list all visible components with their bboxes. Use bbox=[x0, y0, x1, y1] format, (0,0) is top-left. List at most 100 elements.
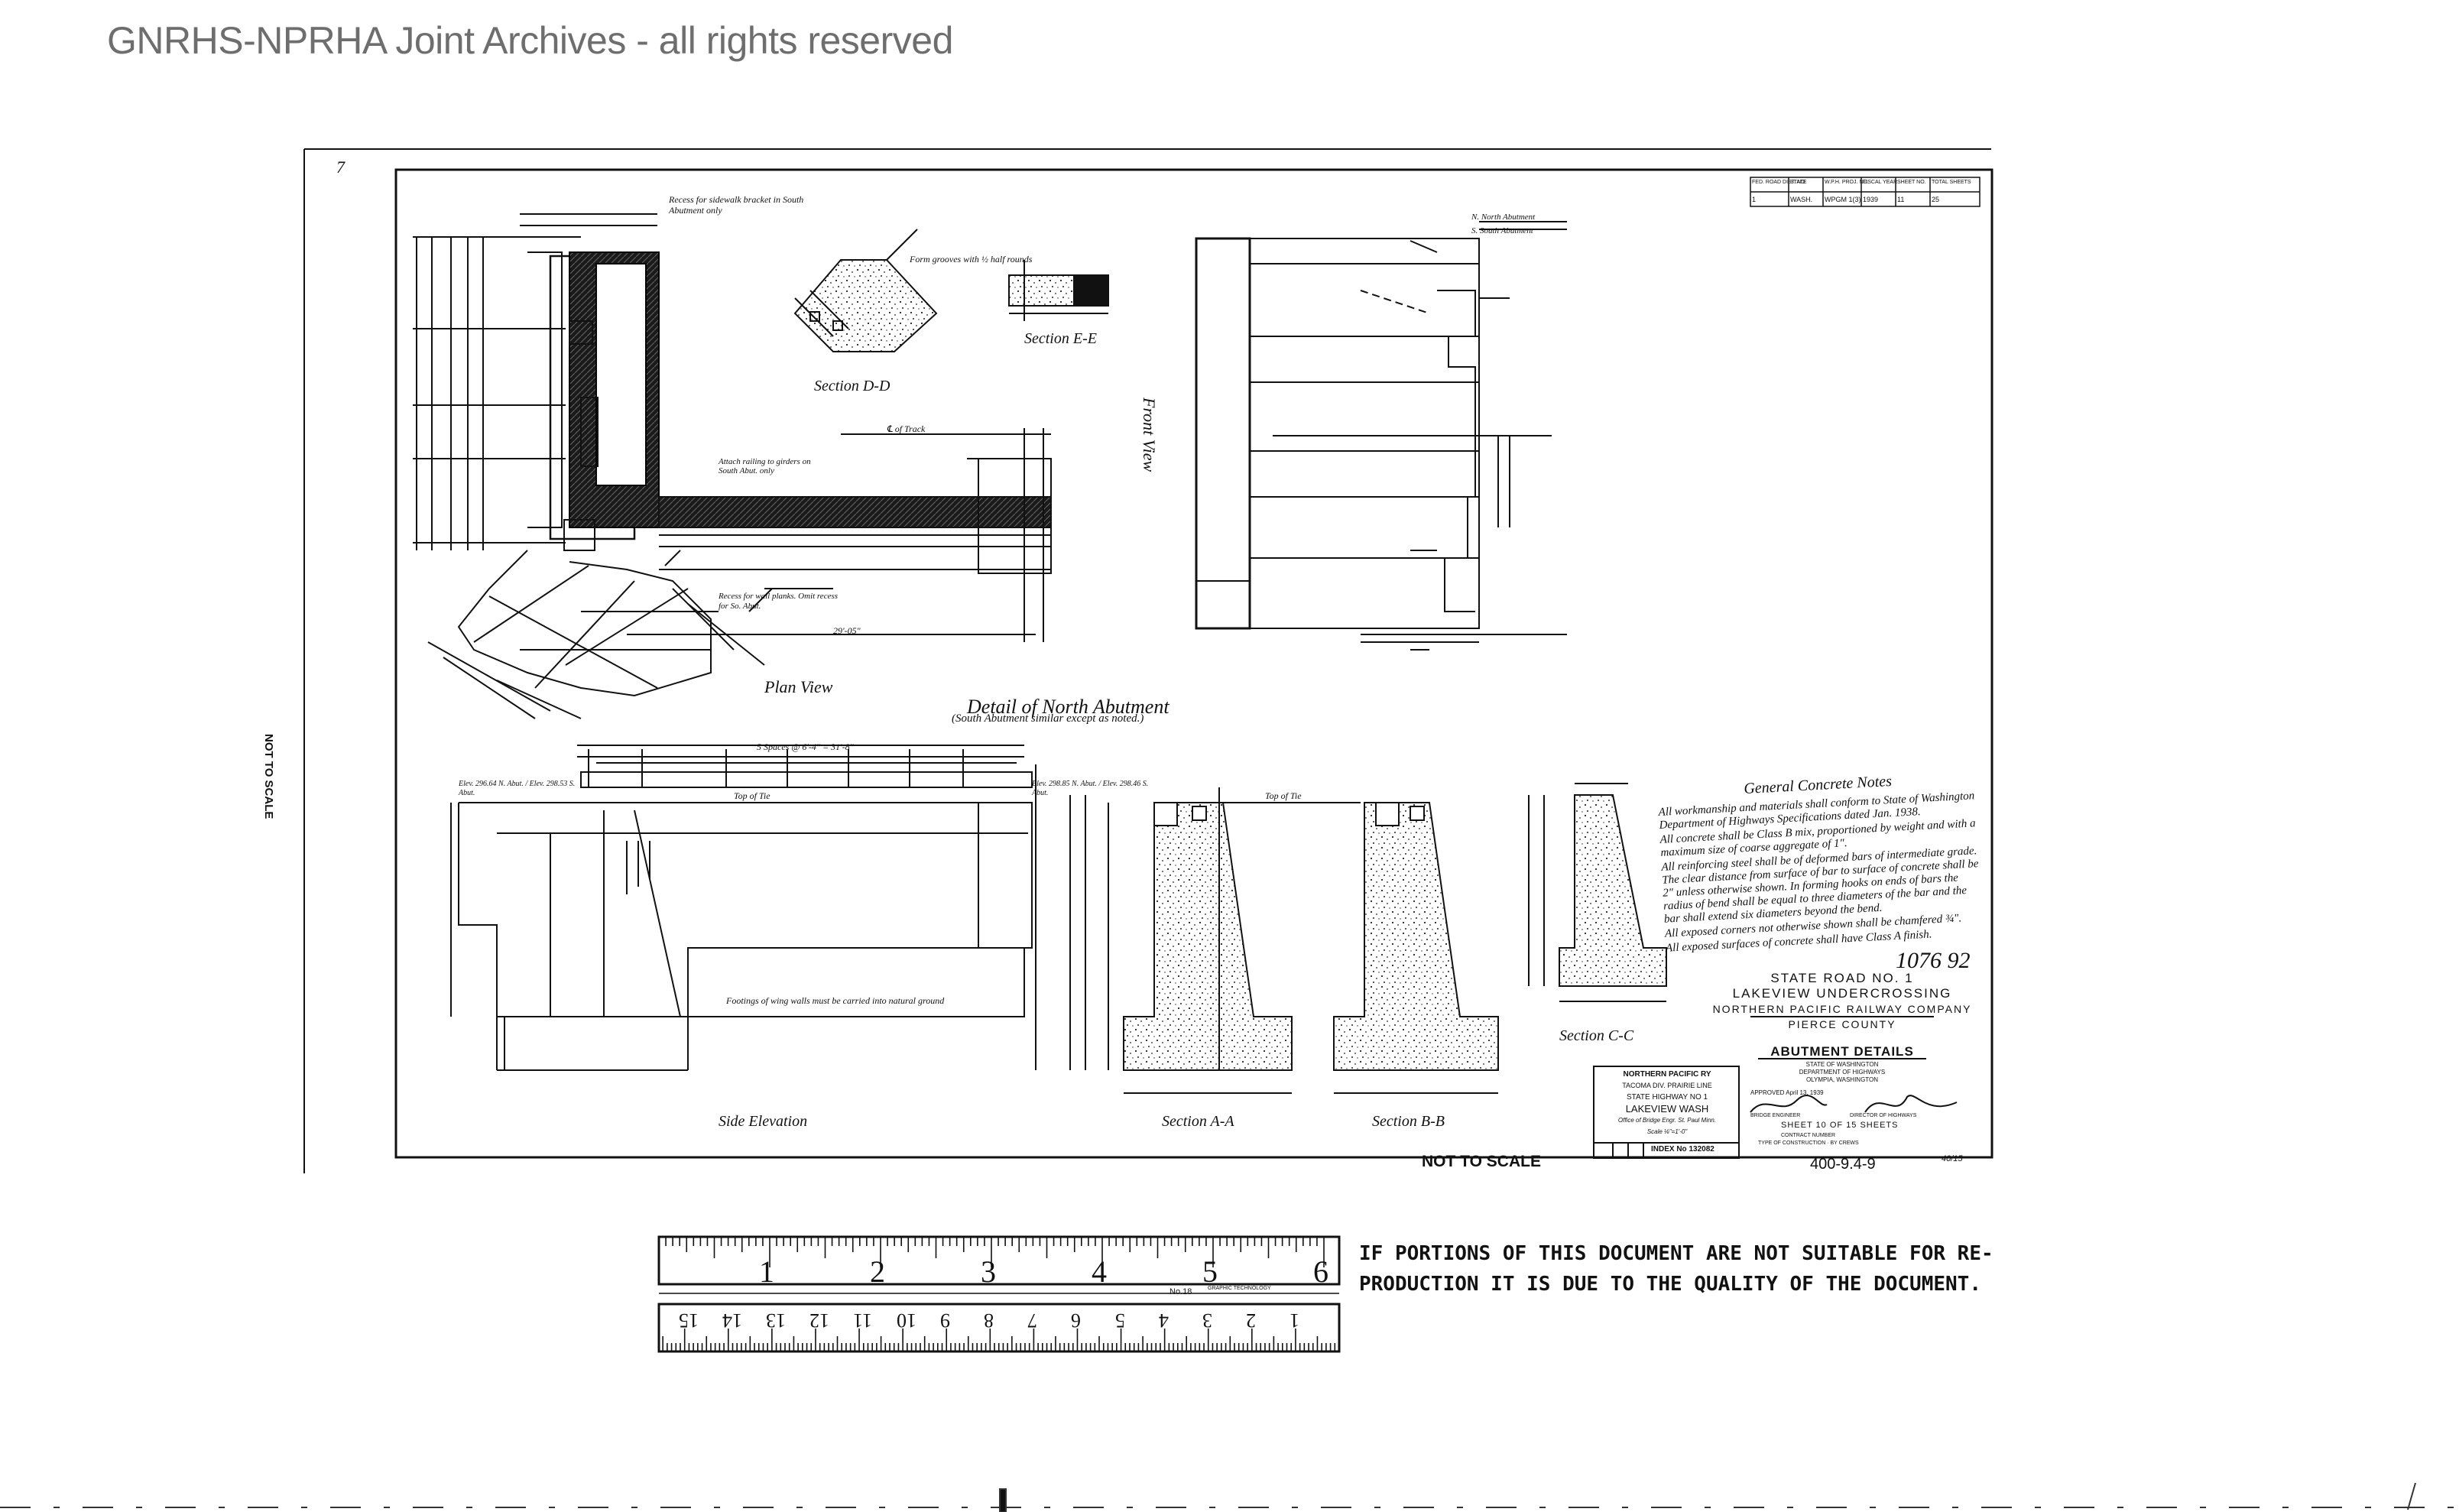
detail-title: Detail of North Abutment bbox=[967, 696, 1169, 718]
not-to-scale-side-label: NOT TO SCALE bbox=[262, 734, 275, 819]
ruler-cm-label: 11 bbox=[853, 1309, 873, 1332]
railing-note: Attach railing to girders on South Abut.… bbox=[719, 457, 811, 475]
ruler-cm-ticks bbox=[662, 1329, 1340, 1351]
railway-highway: STATE HIGHWAY NO 1 bbox=[1626, 1093, 1708, 1102]
value-col-2: WASH. bbox=[1790, 196, 1813, 203]
sheet-border bbox=[303, 148, 1993, 1173]
header-col-4: FISCAL YEAR bbox=[1863, 180, 1898, 185]
section-ee-title: Section E-E bbox=[1024, 330, 1097, 347]
header-col-5: SHEET NO. bbox=[1897, 180, 1926, 185]
ruler-inch-6: 6 bbox=[1313, 1254, 1328, 1289]
header-table bbox=[1750, 177, 1981, 207]
ruler-cm-label: 13 bbox=[765, 1309, 786, 1332]
track-centerline-label: ℄ of Track bbox=[887, 423, 926, 434]
front-view-drawing bbox=[1195, 221, 1567, 651]
ruler-inch-2: 2 bbox=[870, 1254, 885, 1289]
section-dd-drawing bbox=[793, 229, 938, 352]
ruler-cm-label: 12 bbox=[809, 1309, 829, 1332]
ruler-cm-label: 2 bbox=[1245, 1309, 1256, 1332]
page-code: 40/15 bbox=[1942, 1154, 1963, 1163]
elevation-left-label: Elev. 296.64 N. Abut. / Elev. 298.53 S. … bbox=[459, 780, 576, 797]
value-col-4: 1939 bbox=[1863, 196, 1879, 203]
recess-note: Recess for sidewalk bracket in South Abu… bbox=[669, 194, 804, 216]
top-of-tie-label-2: Top of Tie bbox=[1265, 790, 1302, 801]
sheet-count: SHEET 10 OF 15 SHEETS bbox=[1781, 1121, 1899, 1130]
signature-marks bbox=[1750, 1095, 1958, 1113]
header-col-2: STATE bbox=[1790, 180, 1807, 185]
section-aa-drawing bbox=[1085, 787, 1361, 1094]
recess-wall-note: Recess for wall planks. Omit recess for … bbox=[719, 592, 839, 611]
title-heading: ABUTMENT DETAILS bbox=[1770, 1044, 1914, 1059]
south-abutment-label: S. South Abutment bbox=[1471, 226, 1533, 235]
side-elevation-drawing bbox=[450, 745, 1071, 1071]
not-to-scale-bottom-label: NOT TO SCALE bbox=[1422, 1153, 1541, 1170]
value-col-6: 25 bbox=[1932, 196, 1940, 203]
ruler-cm-label: 14 bbox=[722, 1309, 742, 1332]
city-name: OLYMPIA, WASHINGTON bbox=[1805, 1076, 1879, 1083]
ruler-inch-1: 1 bbox=[759, 1254, 774, 1289]
ruler-maker-label: GRAPHIC TECHNOLOGY bbox=[1208, 1286, 1271, 1291]
plan-overall-dimension: 29'-05" bbox=[833, 625, 861, 636]
section-ee-drawing bbox=[1008, 260, 1109, 321]
ruler-inch-4: 4 bbox=[1092, 1254, 1107, 1289]
sheet-corner-number: 7 bbox=[336, 157, 345, 177]
ruler-cm-label: 8 bbox=[984, 1309, 994, 1332]
ruler-cm-label: 9 bbox=[940, 1309, 951, 1332]
ruler-inch-3: 3 bbox=[981, 1254, 996, 1289]
title-line-1: STATE ROAD NO. 1 bbox=[1770, 971, 1914, 985]
ruler-inch-5: 5 bbox=[1202, 1254, 1218, 1289]
title-block-frame bbox=[1593, 1016, 1934, 1159]
top-of-tie-label: Top of Tie bbox=[734, 790, 770, 801]
spaces-dimension: 5 Spaces @ 6'-4" = 31'-8" bbox=[757, 741, 854, 752]
plan-view-title: Plan View bbox=[764, 677, 833, 696]
bridge-engineer-label: BRIDGE ENGINEER bbox=[1750, 1113, 1801, 1118]
stamp-line-2: PRODUCTION IT IS DUE TO THE QUALITY OF T… bbox=[1359, 1273, 1981, 1296]
footings-note: Footings of wing walls must be carried i… bbox=[726, 995, 945, 1006]
state-name: STATE OF WASHINGTON bbox=[1805, 1061, 1879, 1068]
front-view-title: Front View bbox=[1140, 397, 1159, 472]
ruler-cm-label: 10 bbox=[897, 1309, 917, 1332]
state-department-block: STATE OF WASHINGTON DEPARTMENT OF HIGHWA… bbox=[1758, 1061, 1926, 1084]
stamp-line-1: IF PORTIONS OF THIS DOCUMENT ARE NOT SUI… bbox=[1359, 1242, 1993, 1265]
ruler-model-label: No.18 bbox=[1169, 1287, 1192, 1296]
project-title-block: STATE ROAD NO. 1 LAKEVIEW UNDERCROSSING … bbox=[1705, 971, 1980, 1059]
section-bb-drawing bbox=[1333, 802, 1499, 1094]
north-abutment-label: N. North Abutment bbox=[1471, 213, 1536, 222]
ruler-cm-label: 7 bbox=[1027, 1309, 1038, 1332]
header-col-3: W.P.H. PROJ. NO. bbox=[1825, 180, 1869, 185]
section-cc-title: Section C-C bbox=[1559, 1027, 1634, 1044]
side-elevation-title: Side Elevation bbox=[719, 1113, 808, 1130]
scan-artifacts bbox=[0, 1482, 2459, 1512]
value-col-1: 1 bbox=[1752, 196, 1757, 203]
header-table-value-row: 1 WASH. WPGM 1(3) 1939 11 25 bbox=[1752, 196, 1980, 203]
header-col-6: TOTAL SHEETS bbox=[1932, 180, 1971, 185]
section-bb-title: Section B-B bbox=[1372, 1113, 1445, 1130]
title-line-2: LAKEVIEW UNDERCROSSING bbox=[1732, 986, 1952, 1001]
elevation-right-label: Elev. 298.85 N. Abut. / Elev. 298.46 S. … bbox=[1032, 780, 1149, 797]
value-col-5: 11 bbox=[1897, 196, 1905, 203]
ruler-cm-label: 3 bbox=[1202, 1309, 1212, 1332]
ruler-cm-label: 6 bbox=[1071, 1309, 1082, 1332]
railway-office: Office of Bridge Engr. St. Paul Minn. bbox=[1617, 1117, 1717, 1124]
file-number: 400-9.4-9 bbox=[1810, 1156, 1876, 1173]
archive-watermark: GNRHS-NPRHA Joint Archives - all rights … bbox=[107, 19, 953, 62]
general-concrete-notes: General Concrete Notes All workmanship a… bbox=[1657, 771, 1987, 957]
header-table-header-row: FED. ROAD DIST. NO. STATE W.P.H. PROJ. N… bbox=[1752, 180, 1980, 185]
value-col-3: WPGM 1(3) bbox=[1825, 196, 1861, 203]
ruler-cm-label: 5 bbox=[1114, 1309, 1125, 1332]
plan-view-drawing bbox=[413, 213, 1052, 719]
section-cc-drawing bbox=[1528, 783, 1667, 1002]
railway-division: TACOMA DIV. PRAIRIE LINE bbox=[1622, 1082, 1712, 1089]
contract-number-label: CONTRACT NUMBER bbox=[1781, 1133, 1836, 1138]
construction-type-label: TYPE OF CONSTRUCTION · BY CREWS bbox=[1758, 1140, 1859, 1146]
detail-subtitle: (South Abutment similar except as noted.… bbox=[952, 712, 1144, 725]
title-line-4: PIERCE COUNTY bbox=[1788, 1018, 1896, 1030]
ruler-cm-label: 4 bbox=[1158, 1309, 1169, 1332]
form-grooves-note: Form grooves with ½ half rounds bbox=[910, 254, 1033, 264]
title-line-3: NORTHERN PACIFIC RAILWAY COMPANY bbox=[1712, 1003, 1972, 1015]
railway-company: NORTHERN PACIFIC RY bbox=[1623, 1070, 1711, 1079]
railway-block: NORTHERN PACIFIC RY TACOMA DIV. PRAIRIE … bbox=[1599, 1069, 1735, 1137]
quality-disclaimer-stamp: IF PORTIONS OF THIS DOCUMENT ARE NOT SUI… bbox=[1359, 1238, 2016, 1296]
drawing-number: 1076 92 bbox=[1896, 948, 1971, 973]
